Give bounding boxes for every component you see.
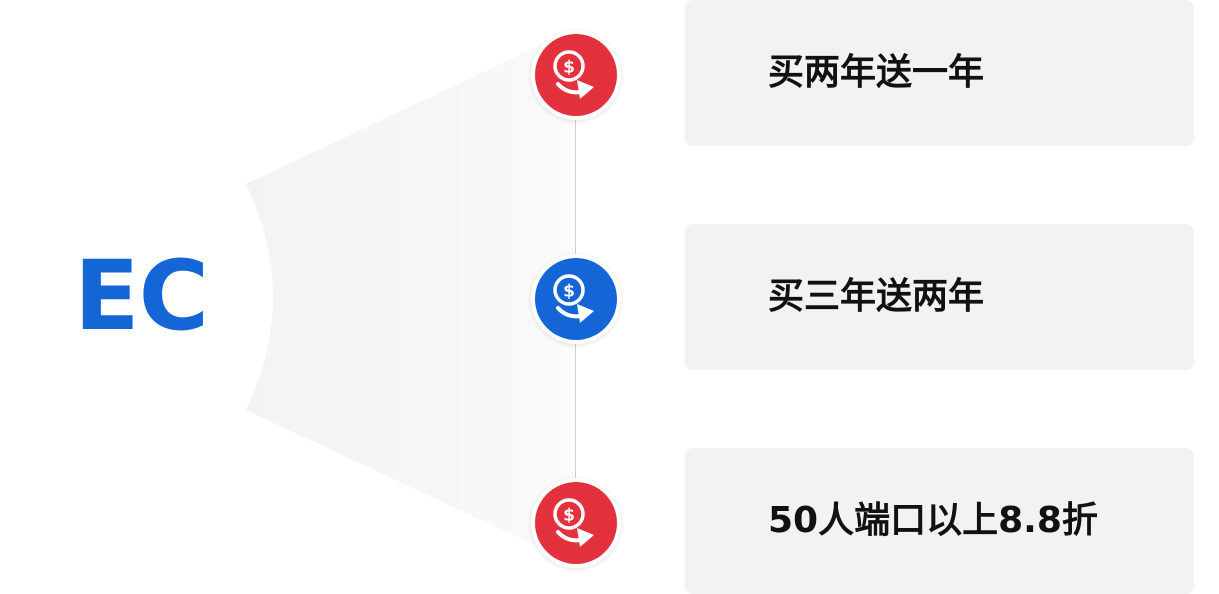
offer-node-3: $	[531, 478, 621, 568]
dollar-coin-arrow-icon: $	[553, 50, 594, 99]
offer-card-2: 买三年送两年	[685, 224, 1194, 370]
offer-label: 50人端口以上8.8折	[768, 500, 1098, 541]
offer-label: 买两年送一年	[768, 52, 985, 93]
dollar-coin-arrow-icon: $	[553, 274, 594, 323]
connector-line	[575, 342, 576, 480]
svg-text:$: $	[563, 58, 575, 78]
dollar-coin-arrow-icon: $	[553, 498, 594, 547]
offer-label: 买三年送两年	[768, 276, 985, 317]
offer-card-3: 50人端口以上8.8折	[685, 448, 1194, 594]
offer-node-1: $	[531, 30, 621, 120]
brand-label: EC	[74, 240, 209, 352]
offer-node-2: $	[531, 254, 621, 344]
svg-text:$: $	[563, 506, 575, 526]
svg-text:$: $	[563, 282, 575, 302]
connector-line	[575, 118, 576, 256]
offer-card-1: 买两年送一年	[685, 0, 1194, 146]
